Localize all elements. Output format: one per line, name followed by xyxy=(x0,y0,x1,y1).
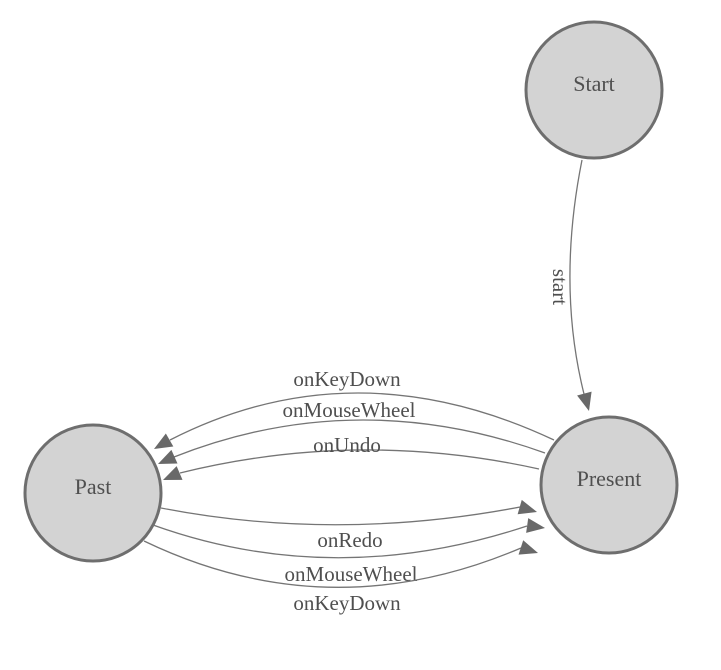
transition-label-onmousewheel-to-past: onMouseWheel xyxy=(283,398,416,422)
state-node-present[interactable]: Present xyxy=(539,415,679,555)
arrowhead-icon xyxy=(526,518,545,533)
transition-onkeydown-to-past: onKeyDown xyxy=(154,367,555,449)
state-node-start[interactable]: Start xyxy=(524,20,664,160)
transition-line-onredo-to-present[interactable] xyxy=(160,506,521,526)
arrowhead-icon xyxy=(577,391,592,411)
transition-line-onmousewheel-to-past[interactable] xyxy=(173,419,546,458)
state-node-past[interactable]: Past xyxy=(23,423,163,563)
transition-onmousewheel-to-present: onMouseWheel xyxy=(152,518,545,586)
transition-onmousewheel-to-past: onMouseWheel xyxy=(158,398,546,464)
transition-start-to-present: start xyxy=(548,159,592,411)
arrowhead-icon xyxy=(518,540,538,555)
state-circle-start[interactable] xyxy=(524,20,664,160)
transition-line-onkeydown-to-present[interactable] xyxy=(143,540,522,588)
arrowhead-icon xyxy=(163,466,183,480)
transition-onundo-to-past: onUndo xyxy=(163,433,540,480)
arrowhead-icon xyxy=(154,433,174,449)
transition-line-onkeydown-to-past[interactable] xyxy=(169,392,555,441)
arrowhead-icon xyxy=(158,449,178,464)
state-circle-past[interactable] xyxy=(23,423,163,563)
transition-label-onundo-to-past: onUndo xyxy=(313,433,381,457)
transition-line-start-to-present[interactable] xyxy=(569,159,585,395)
transition-line-onundo-to-past[interactable] xyxy=(179,449,540,474)
state-circle-present[interactable] xyxy=(539,415,679,555)
transition-label-start-to-present: start xyxy=(548,269,572,305)
transition-onkeydown-to-present: onKeyDown xyxy=(143,540,538,615)
arrowhead-icon xyxy=(517,499,537,515)
transition-label-onmousewheel-to-present: onMouseWheel xyxy=(285,562,418,586)
transition-label-onredo-to-present: onRedo xyxy=(317,528,382,552)
transition-label-onkeydown-to-past: onKeyDown xyxy=(293,367,401,391)
transition-line-onmousewheel-to-present[interactable] xyxy=(152,524,528,559)
transition-label-onkeydown-to-present: onKeyDown xyxy=(293,591,401,615)
